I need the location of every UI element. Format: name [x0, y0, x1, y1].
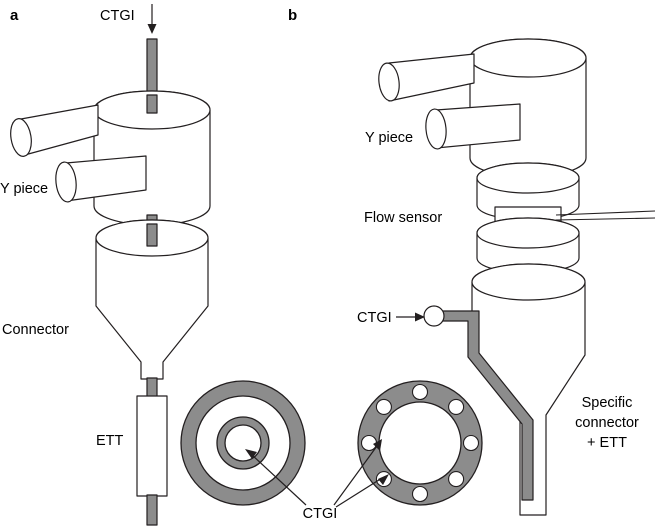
- ctgi-hole: [448, 471, 465, 488]
- ctgi-hole: [411, 485, 429, 503]
- y-piece-limb-upper-b: [378, 53, 475, 102]
- ctgi-catheter-inside-top: [146, 94, 158, 114]
- leader-to-ring-hole-left: [333, 439, 382, 506]
- y-piece-limb-upper-a: [10, 104, 99, 157]
- ctgi-hole: [360, 434, 378, 452]
- y-piece-label-a: Y piece: [0, 181, 48, 197]
- flow-sensor-bottom-disc: [476, 217, 580, 274]
- ctgi-hole: [462, 434, 480, 452]
- specific-connector-label-line3: + ETT: [587, 435, 627, 451]
- cross-section-ctgi-lumen: [224, 424, 262, 462]
- connector-label-a: Connector: [2, 322, 69, 338]
- ctgi-side-label: CTGI: [357, 310, 392, 326]
- ctgi-integrated-channel: [423, 305, 534, 501]
- flow-sensor-label: Flow sensor: [364, 210, 442, 226]
- ctgi-catheter-connector-to-ett: [146, 377, 158, 399]
- cross-section-connector-lumen: [378, 401, 462, 485]
- ctgi-cross-section-label: CTGI: [303, 506, 338, 522]
- leader-to-ring-hole-lower: [335, 474, 389, 508]
- y-piece-limb-lower-b: [425, 103, 521, 150]
- leader-to-conventional-ctgi: [245, 449, 307, 506]
- specific-connector-label-line1: Specific: [582, 395, 633, 411]
- y-piece-limb-lower-a: [55, 155, 147, 203]
- specific-connector-funnel: [471, 263, 586, 516]
- flow-sensor-top-disc: [476, 162, 580, 221]
- ctgi-hole: [448, 398, 465, 415]
- ctgi-right-arrow: [396, 312, 425, 322]
- ctgi-hole: [411, 383, 429, 401]
- ett-tube-a: [136, 395, 168, 497]
- ctgi-hole: [375, 398, 392, 415]
- panel-a-letter: a: [10, 7, 19, 24]
- conventional-cross-section: [180, 380, 306, 506]
- panel-a: a: [0, 4, 211, 526]
- specific-connector-label-line2: connector: [575, 415, 639, 431]
- y-piece-label-b: Y piece: [365, 130, 413, 146]
- flow-sensor-cable: [555, 210, 655, 221]
- panel-b: b: [288, 7, 655, 516]
- ctgi-catheter-inside-funnel: [146, 223, 158, 247]
- ctgi-down-arrow: [147, 4, 157, 34]
- panel-b-letter: b: [288, 7, 297, 24]
- cross-section-leader-lines: [245, 439, 389, 508]
- ctgi-catheter-distal-rod: [146, 494, 158, 526]
- ett-label-a: ETT: [96, 433, 124, 449]
- ctgi-channel-open-end: [423, 305, 445, 327]
- ctgi-top-label: CTGI: [100, 8, 135, 24]
